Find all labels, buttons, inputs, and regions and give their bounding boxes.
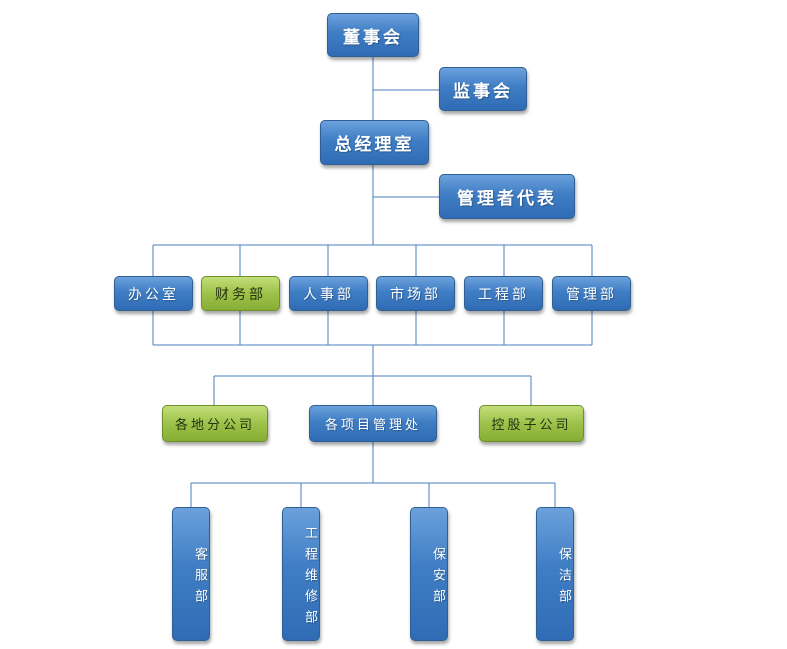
project-management-offices-node: 各项目管理处 [309,405,437,442]
department-node-office: 办公室 [114,276,193,311]
unit-node-security: 保安部 [410,507,448,641]
department-node-management: 管理部 [552,276,631,311]
department-node-finance: 财务部 [201,276,280,311]
regional-branches-node: 各地分公司 [162,405,268,442]
supervisory-board-node: 监事会 [439,67,527,111]
department-node-marketing: 市场部 [376,276,455,311]
holding-subsidiaries-node: 控股子公司 [479,405,584,442]
department-node-engineering: 工程部 [464,276,543,311]
board-node: 董事会 [327,13,419,57]
unit-node-engineering-maintenance: 工程维修部 [282,507,320,641]
management-representative-node: 管理者代表 [439,174,575,219]
unit-node-customer-service: 客服部 [172,507,210,641]
department-node-hr: 人事部 [289,276,368,311]
unit-node-cleaning: 保洁部 [536,507,574,641]
general-manager-office-node: 总经理室 [320,120,429,165]
